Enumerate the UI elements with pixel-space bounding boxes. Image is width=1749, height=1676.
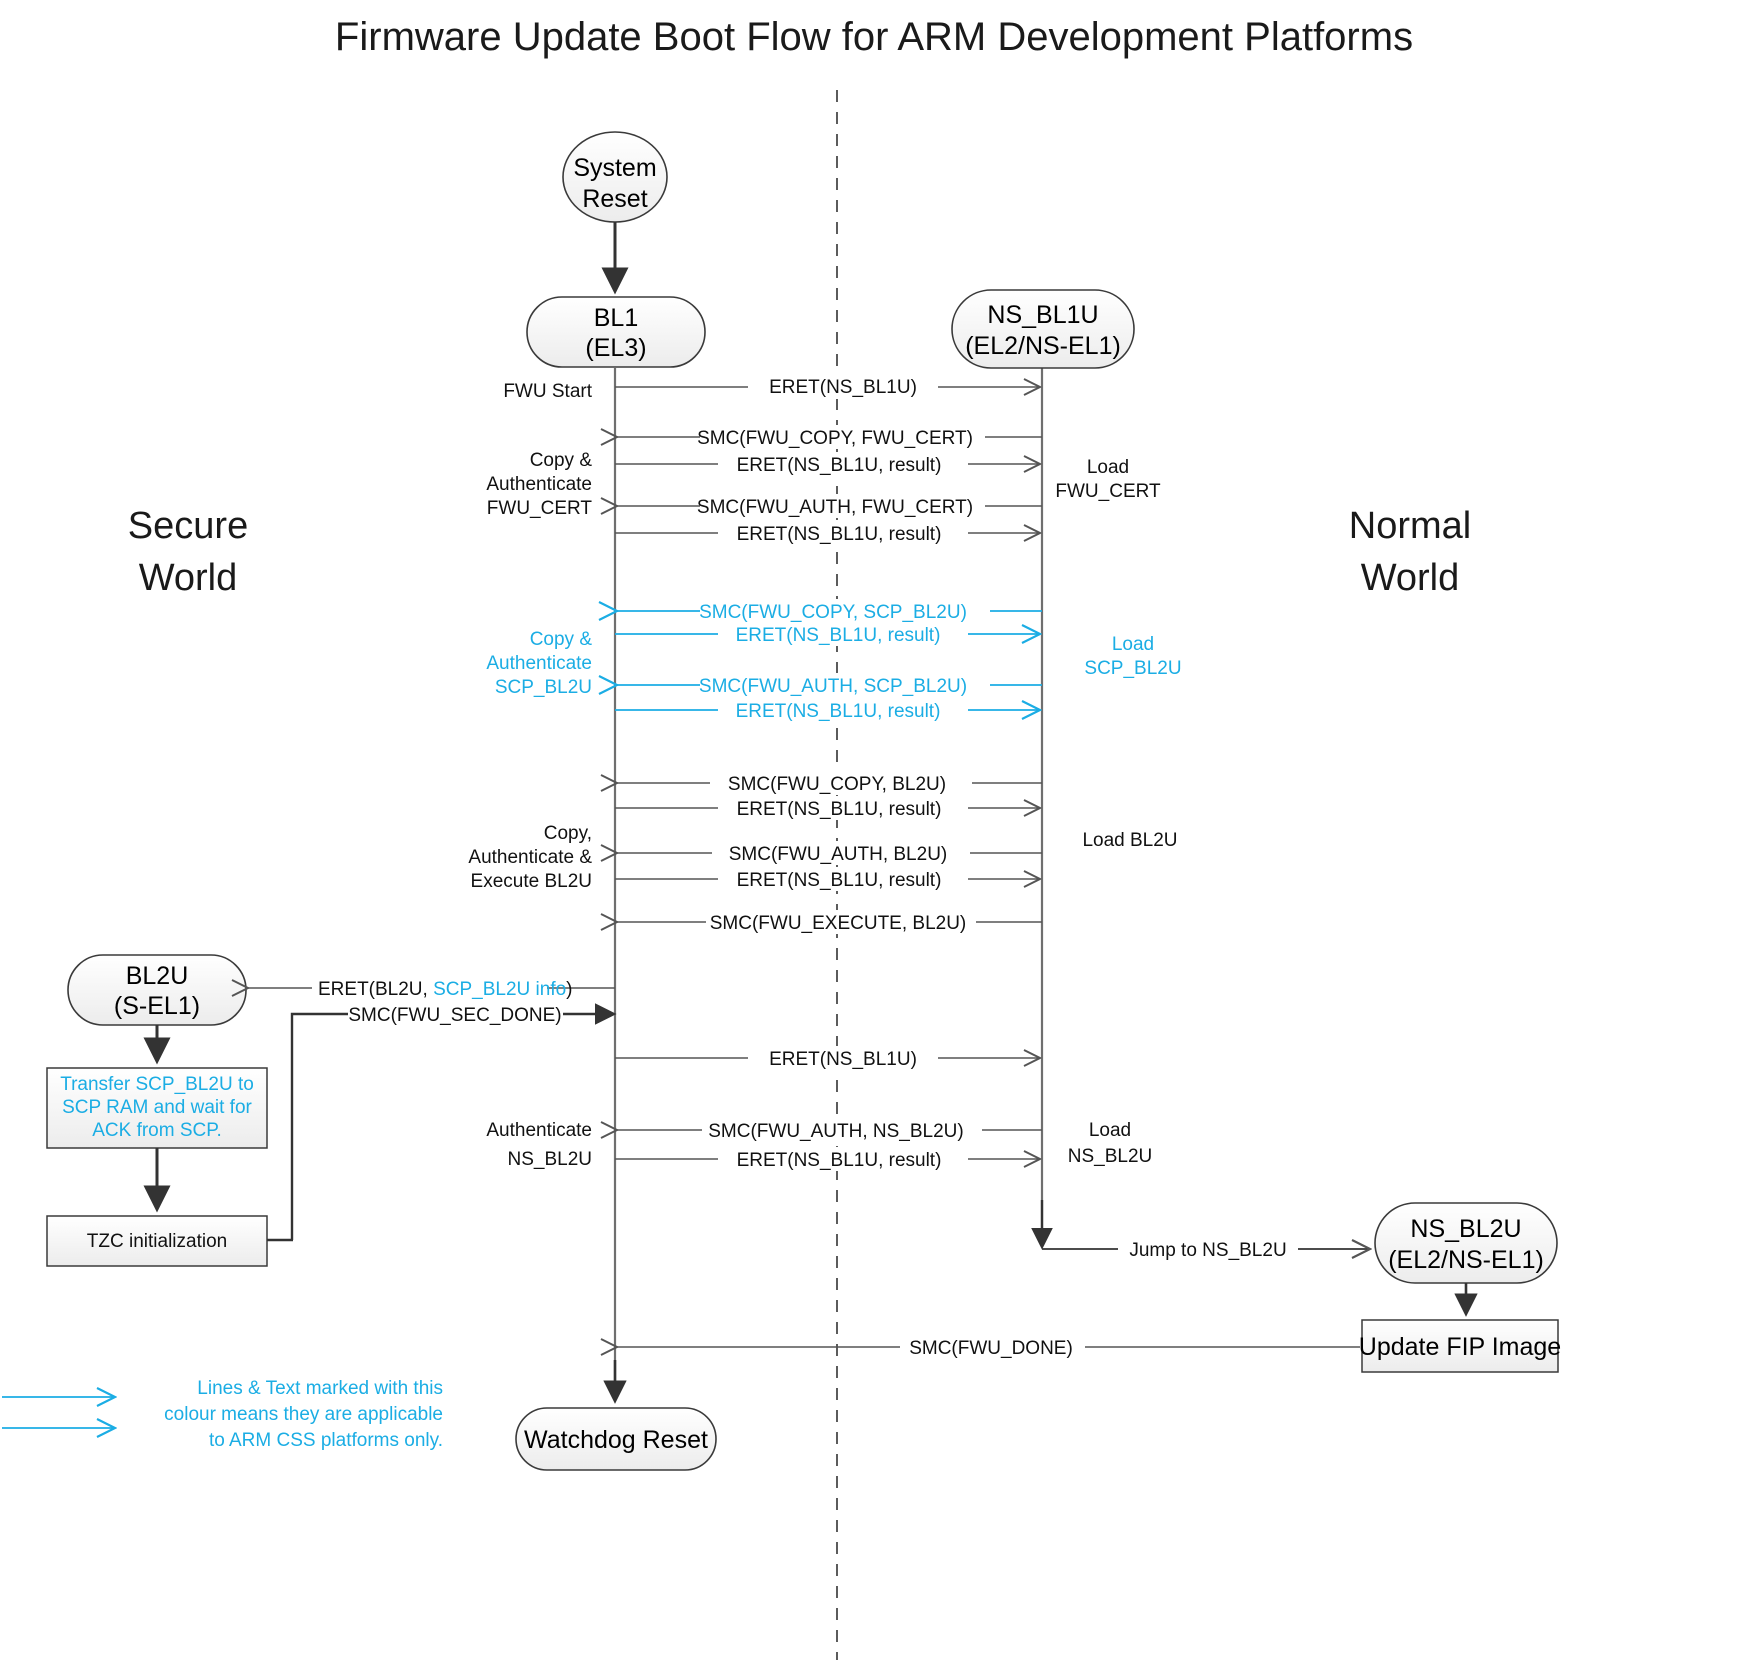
legend-text-line2: colour means they are applicable [164, 1404, 443, 1425]
node-bl1-line1: BL1 [594, 304, 638, 332]
side-label-copy-auth-cert-line3: FWU_CERT [487, 498, 593, 519]
message-label-m19: ERET(NS_BL1U, result) [737, 1150, 942, 1171]
box-transfer-line2: SCP RAM and wait for [62, 1097, 252, 1118]
side-label-copy-auth-cert-line1: Copy & [530, 450, 593, 471]
message-label-m4: SMC(FWU_AUTH, FWU_CERT) [697, 497, 973, 518]
box-tzc-initialization[interactable] [46, 1215, 268, 1267]
box-tzc-line1: TZC initialization [87, 1231, 227, 1252]
side-label-fwu-start: FWU Start [503, 381, 592, 402]
message-label-m10: SMC(FWU_COPY, BL2U) [728, 774, 946, 795]
box-transfer-line1: Transfer SCP_BL2U to [60, 1074, 254, 1095]
side-label-load-bl2u-line1: Load BL2U [1082, 830, 1177, 851]
message-label-m5: ERET(NS_BL1U, result) [737, 524, 942, 545]
node-system-reset-line1: System [573, 154, 656, 182]
message-label-m12: SMC(FWU_AUTH, BL2U) [729, 844, 948, 865]
box-update-fip-line1: Update FIP Image [1359, 1333, 1561, 1361]
message-label-m18: SMC(FWU_AUTH, NS_BL2U) [708, 1121, 963, 1142]
node-ns-bl1u-line1: NS_BL1U [987, 301, 1098, 329]
node-ns-bl2u-line2: (EL2/NS-EL1) [1388, 1246, 1544, 1274]
side-label-auth-ns-bl2u-line1: Authenticate [486, 1120, 592, 1141]
side-label-copy-auth-scp-line1: Copy & [530, 629, 593, 650]
message-label-m7: ERET(NS_BL1U, result) [736, 625, 941, 646]
side-label-copy-auth-exec-bl2u-line3: Execute BL2U [471, 871, 592, 892]
message-label-m15-part-b: SCP_BL2U info [433, 979, 566, 1000]
side-label-load-scp-bl2u-line1: Load [1112, 634, 1154, 655]
node-bl1[interactable] [526, 296, 706, 368]
message-label-m6: SMC(FWU_COPY, SCP_BL2U) [699, 602, 967, 623]
side-label-load-ns-bl2u-line1: Load [1089, 1120, 1131, 1141]
node-bl2u-line2: (S-EL1) [114, 992, 200, 1020]
side-label-copy-auth-scp-line3: SCP_BL2U [495, 677, 592, 698]
node-ns-bl2u-line1: NS_BL2U [1410, 1215, 1521, 1243]
node-bl1-line2: (EL3) [585, 334, 646, 362]
message-label-m20: Jump to NS_BL2U [1129, 1240, 1286, 1261]
message-label-m15-part-c: ) [566, 979, 572, 1000]
message-label-m16: SMC(FWU_SEC_DONE) [348, 1005, 561, 1026]
message-label-m15: ERET(BL2U, SCP_BL2U info) [318, 979, 573, 1000]
node-ns-bl1u[interactable] [951, 289, 1135, 369]
box-transfer-scp-bl2u[interactable] [46, 1067, 268, 1149]
secure-world-label-line1: Secure [128, 505, 248, 547]
side-label-load-scp-bl2u-line2: SCP_BL2U [1084, 658, 1181, 679]
message-label-m8: SMC(FWU_AUTH, SCP_BL2U) [699, 676, 967, 697]
side-label-copy-auth-exec-bl2u-line2: Authenticate & [468, 847, 592, 868]
side-label-copy-auth-cert-line2: Authenticate [486, 474, 592, 495]
normal-world-label-line1: Normal [1349, 505, 1471, 547]
node-system-reset-line2: Reset [582, 185, 647, 213]
box-update-fip-image[interactable] [1361, 1319, 1559, 1373]
side-label-auth-ns-bl2u-line2: NS_BL2U [508, 1149, 593, 1170]
side-label-load-ns-bl2u-line2: NS_BL2U [1068, 1146, 1153, 1167]
normal-world-label-line2: World [1361, 557, 1460, 599]
side-label-copy-auth-exec-bl2u-line1: Copy, [544, 823, 592, 844]
message-label-m17: ERET(NS_BL1U) [769, 1049, 917, 1070]
secure-world-label-line2: World [139, 557, 238, 599]
node-watchdog-reset[interactable] [515, 1407, 717, 1471]
message-label-m15-part-a: ERET(BL2U, [318, 979, 433, 1000]
box-transfer-line3: ACK from SCP. [92, 1120, 222, 1141]
legend-text-line1: Lines & Text marked with this [197, 1378, 443, 1399]
side-label-load-fwu-cert-line1: Load [1087, 457, 1129, 478]
message-label-m2: SMC(FWU_COPY, FWU_CERT) [697, 428, 973, 449]
node-bl2u-line1: BL2U [126, 962, 189, 990]
message-label-m9: ERET(NS_BL1U, result) [736, 701, 941, 722]
page-title: Firmware Update Boot Flow for ARM Develo… [335, 15, 1413, 59]
message-label-m3: ERET(NS_BL1U, result) [737, 455, 942, 476]
legend-text-line3: to ARM CSS platforms only. [209, 1430, 443, 1451]
message-label-m21: SMC(FWU_DONE) [909, 1338, 1073, 1359]
side-label-copy-auth-scp-line2: Authenticate [486, 653, 592, 674]
side-label-load-fwu-cert-line2: FWU_CERT [1055, 481, 1161, 502]
message-label-m1: ERET(NS_BL1U) [769, 377, 917, 398]
message-label-m11: ERET(NS_BL1U, result) [737, 799, 942, 820]
message-label-m13: ERET(NS_BL1U, result) [737, 870, 942, 891]
message-label-m14: SMC(FWU_EXECUTE, BL2U) [710, 913, 967, 934]
node-watchdog-reset-line1: Watchdog Reset [524, 1426, 708, 1454]
node-ns-bl1u-line2: (EL2/NS-EL1) [965, 332, 1121, 360]
